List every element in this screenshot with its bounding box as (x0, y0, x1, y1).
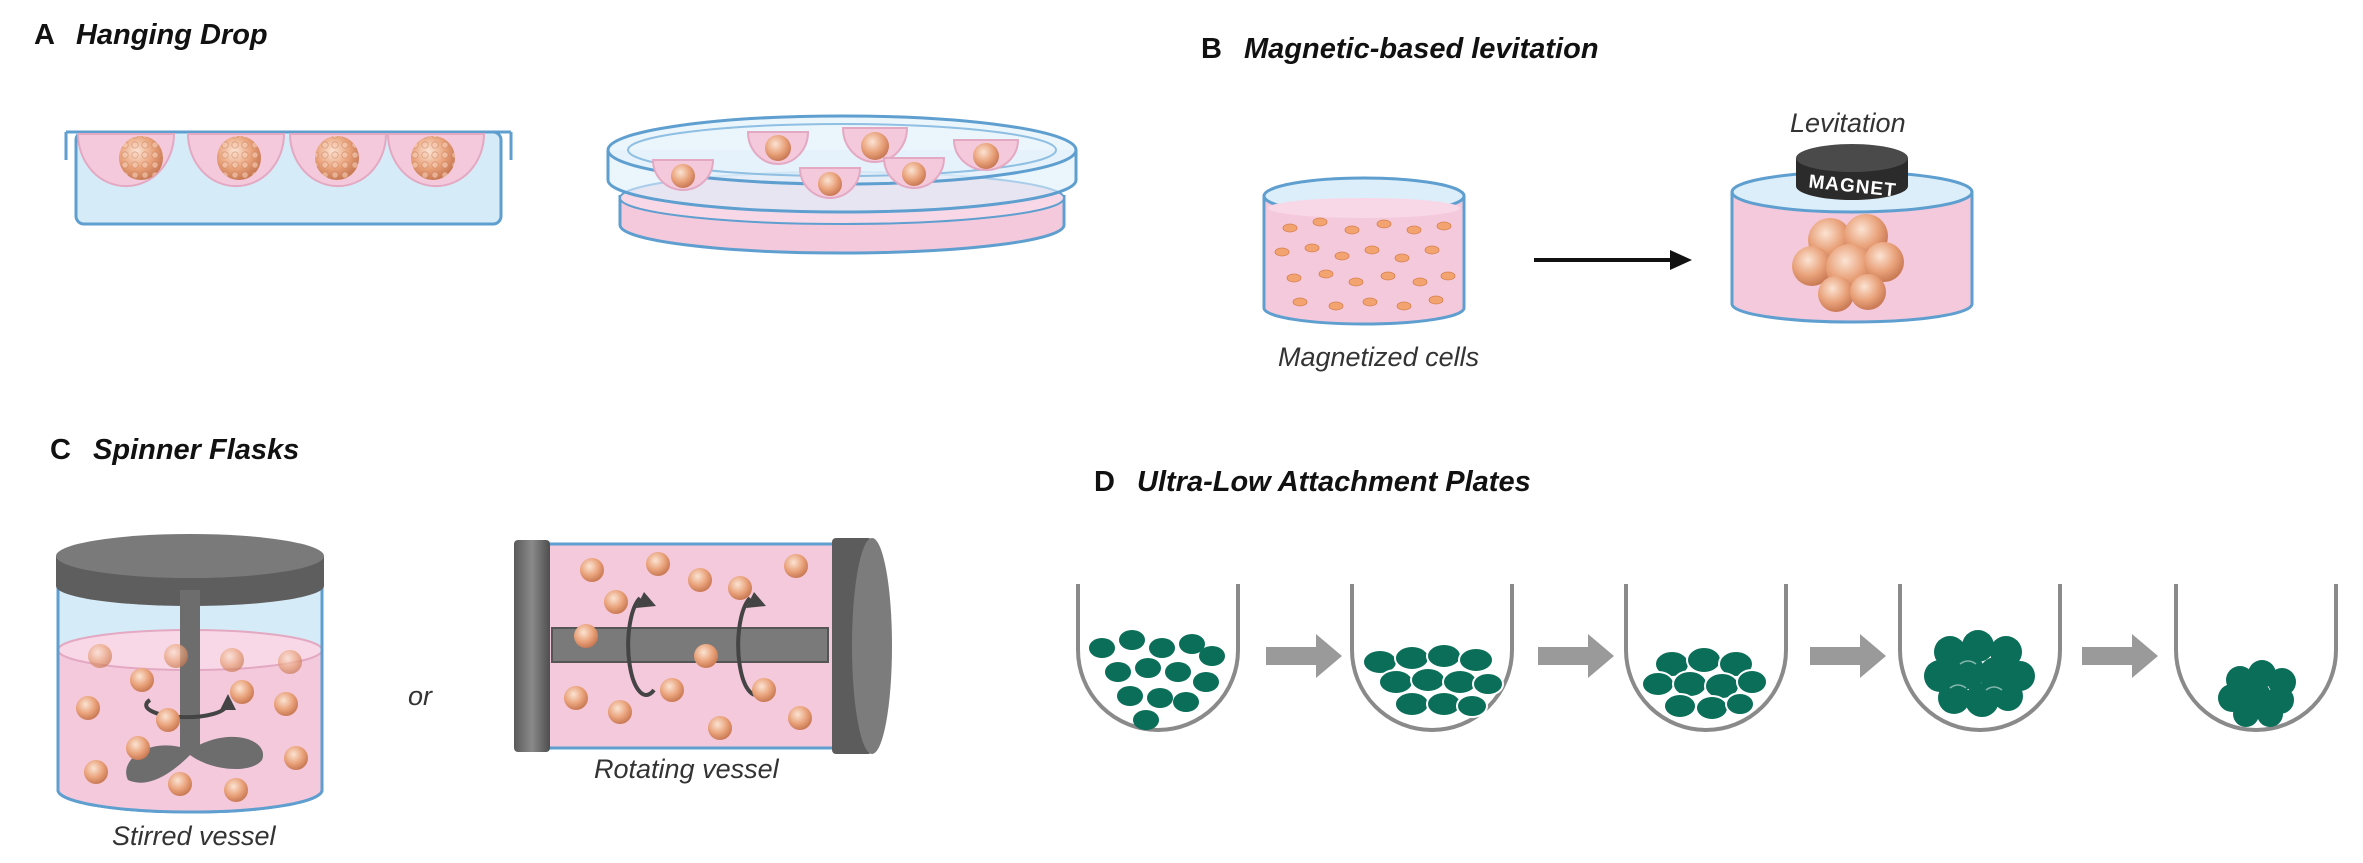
panel-d-letter: D (1094, 466, 1115, 498)
panel-c-letter: C (50, 434, 71, 466)
levitation-label: Levitation (1790, 108, 1906, 138)
panel-d: D Ultra-Low Attachment Plates (1076, 466, 2338, 732)
hanging-drop-lid (64, 130, 513, 226)
panel-c: C Spinner Flasks (50, 434, 892, 851)
ula-well-3 (1624, 584, 1788, 732)
panel-c-title: C Spinner Flasks (50, 434, 299, 466)
levitation-arrow (1534, 250, 1692, 270)
panel-d-title: D Ultra-Low Attachment Plates (1094, 466, 1531, 498)
ula-well-5 (2174, 584, 2338, 732)
stirred-vessel-label: Stirred vessel (112, 821, 277, 851)
levitated-spheroid (1792, 214, 1904, 312)
magnet: MAGNET (1796, 144, 1908, 202)
ula-well-4 (1898, 584, 2062, 732)
panel-a: A Hanging Drop (34, 19, 1078, 255)
ula-arrow-3 (1810, 634, 1886, 678)
panel-a-title-text: Hanging Drop (76, 19, 268, 51)
rotating-vessel (514, 538, 892, 754)
ula-arrow-1 (1266, 634, 1342, 678)
rotating-vessel-label: Rotating vessel (594, 754, 780, 784)
levitation-dish: MAGNET (1730, 144, 1974, 324)
ula-arrow-2 (1538, 634, 1614, 678)
panel-a-title: A Hanging Drop (34, 19, 268, 51)
ula-well-2 (1350, 584, 1514, 732)
ula-arrow-4 (2082, 634, 2158, 678)
ula-well-1 (1076, 584, 1240, 732)
panel-a-letter: A (34, 19, 55, 51)
panel-b-letter: B (1201, 33, 1222, 65)
magnetized-cells-dish (1262, 176, 1466, 326)
panel-d-title-text: Ultra-Low Attachment Plates (1137, 466, 1531, 498)
panel-b: B Magnetic-based levitation Magnetized c… (1201, 33, 1974, 372)
petri-dish (606, 114, 1078, 255)
stirred-vessel (56, 534, 324, 814)
panel-b-title: B Magnetic-based levitation (1201, 33, 1599, 65)
panel-c-title-text: Spinner Flasks (93, 434, 299, 466)
or-label: or (408, 681, 433, 711)
panel-b-title-text: Magnetic-based levitation (1244, 33, 1599, 65)
magnetized-cells-label: Magnetized cells (1278, 342, 1479, 372)
